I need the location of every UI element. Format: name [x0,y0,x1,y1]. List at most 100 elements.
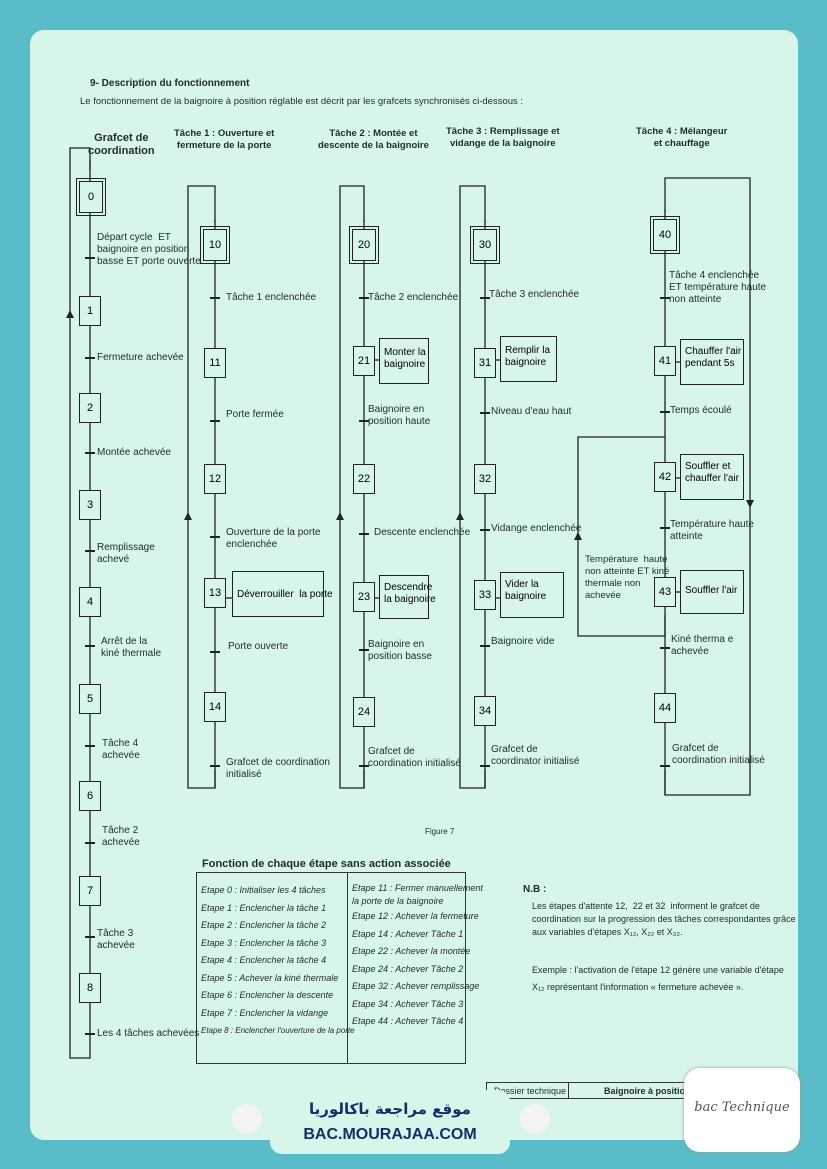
coord-step-5: 5 [79,684,101,714]
function-row: Etape 44 : Achever Tâche 4 [352,1016,464,1026]
t1-action-13: Déverrouiller la porte [232,571,333,617]
coord-step-2: 2 [79,393,101,423]
coord-transition-7: Tâche 3 achevée [97,928,135,951]
functions-divider [347,872,348,1064]
t4-transition-3: Kiné therma e achevée [671,634,734,657]
t2-transition-0: Tâche 2 enclenchée [368,292,459,303]
t2-transition-3: Baignoire en position basse [368,639,432,662]
t2-action-23: Descendre la baignoire [379,575,436,619]
function-row: Etape 24 : Achever Tâche 2 [352,963,464,974]
function-row: Etape 2 : Enclencher la tâche 2 [201,920,327,930]
t4-transition-2: Température haute atteinte [670,519,754,542]
t4-action-43: Souffler l'air [680,570,744,614]
footer-right: Baignoire à position r [604,1086,697,1096]
nb-title: N.B : [523,884,547,895]
coord-transition-0: Départ cycle ET baignoire en position ba… [97,232,201,267]
function-row: Etape 22 : Achever la montée [352,946,471,956]
function-row: Etape 0 : Initialiser les 4 tâches [201,885,326,895]
brand-logo-left-icon [232,1104,262,1134]
t3-transition-0: Tâche 3 enclenchée [489,289,580,300]
t4-loop-condition: Température haute non atteinte ET kiné t… [585,554,670,601]
figure-label: Figure 7 [425,827,455,836]
footer-left: Dossier technique [494,1086,567,1096]
t4-step-40: 40 [650,216,680,254]
t4-step-41: 41 [654,346,676,376]
function-row: Etape 4 : Enclencher la tâche 4 [201,955,327,965]
brand-site-link[interactable]: BAC.MOURAJAA.COM [303,1126,477,1143]
t3-transition-3: Baignoire vide [491,636,555,647]
t2-transition-1: Baignoire en position haute [368,404,431,427]
column-title-coordination: Grafcet de coordination [88,132,155,157]
brand-stamp-text: bac Technique [694,1100,790,1115]
t3-transition-4: Grafcet de coordinator initialisé [491,744,580,767]
functions-right-list: Etape 11 : Fermer manuellement la porte … [352,882,483,1031]
coord-step-0: 0 [76,178,106,216]
t2-step-22: 22 [353,464,375,494]
coord-transition-1: Fermeture achevée [97,352,184,363]
function-row: Etape 8 : Enclencher l'ouverture de la p… [201,1026,355,1035]
t1-step-14: 14 [204,692,226,722]
t1-transition-4: Grafcet de coordination initialisé [226,757,330,780]
coord-transition-6: Tâche 2 achevée [102,825,140,848]
coord-step-8: 8 [79,973,101,1003]
t4-step-43: 43 [654,577,676,607]
t4-transition-0: Tâche 4 enclenchée ET température haute … [669,270,767,305]
t1-step-11: 11 [204,348,226,378]
t2-step-21: 21 [353,346,375,376]
function-row: Etape 5 : Achever la kiné thermale [201,972,339,983]
t3-step-34: 34 [474,696,496,726]
function-row: Etape 32 : Achever remplissage [352,981,480,991]
t4-action-42: Souffler et chauffer l'air [680,454,744,500]
column-title-task3: Tâche 3 : Remplissage et vidange de la b… [446,126,560,149]
t4-transition-1: Temps écoulé [670,405,732,416]
t3-step-31: 31 [474,348,496,378]
function-row: Etape 7 : Enclencher la vidange [201,1007,329,1018]
coord-transition-4: Arrêt de la kiné thermale [101,636,162,659]
brand-arabic: موقع مراجعة باكالوريا [309,1100,471,1118]
coord-step-1: 1 [79,296,101,326]
t2-transition-2: Descente enclenchée [374,527,471,538]
t4-transition-4: Grafcet de coordination initialisé [672,743,765,766]
function-row: Etape 34 : Achever Tâche 3 [352,998,464,1009]
function-row: Etape 1 : Enclencher la tâche 1 [201,902,327,913]
t2-step-23: 23 [353,582,375,612]
t2-transition-4: Grafcet de coordination initialisé [368,746,461,769]
t1-step-10: 10 [200,226,230,264]
t3-action-33: Vider la baignoire [500,572,564,618]
brand-banner[interactable]: موقع مراجعة باكالوريا BAC.MOURAJAA.COM [270,1090,510,1154]
functions-left-list: Etape 0 : Initialiser les 4 tâches Etape… [201,882,355,1040]
t1-transition-1: Porte fermée [226,409,284,420]
functions-title: Fonction de chaque étape sans action ass… [202,858,451,870]
functions-table [196,872,466,1064]
nb-text: Les étapes d'attente 12, 22 et 32 inform… [532,901,796,937]
section-intro: Le fonctionnement de la baignoire à posi… [80,96,524,107]
function-row: Etape 11 : Fermer manuellement la porte … [352,883,483,906]
t1-step-12: 12 [204,464,226,494]
coord-transition-8: Les 4 tâches achevées [97,1028,200,1039]
section-title: 9- Description du fonctionnement [90,78,250,89]
brand-logo-right-icon [520,1104,550,1134]
t4-step-44: 44 [654,693,676,723]
t3-step-32: 32 [474,464,496,494]
function-row: Etape 14 : Achever Tâche 1 [352,928,464,939]
coord-transition-5: Tâche 4 achevée [102,738,140,761]
t2-action-21: Monter la baignoire [379,338,429,384]
coord-transition-3: Remplissage achevé [97,542,155,565]
t4-action-41: Chauffer l'air pendant 5s [680,339,744,385]
function-row: Etape 12 : Achever la fermeture [352,911,479,921]
column-title-task4: Tâche 4 : Mélangeur et chauffage [636,126,728,149]
t3-action-31: Remplir la baignoire [500,336,557,382]
t3-step-33: 33 [474,580,496,610]
t1-transition-0: Tâche 1 enclenchée [226,292,317,303]
t3-transition-1: Niveau d'eau haut [491,406,572,417]
t3-transition-2: Vidange enclenchée [491,523,582,534]
t2-step-24: 24 [353,697,375,727]
column-title-task1: Tâche 1 : Ouverture et fermeture de la p… [174,128,275,151]
footer-divider [568,1082,569,1099]
function-row: Etape 3 : Enclencher la tâche 3 [201,937,327,948]
nb-example: Exemple : l'activation de l'étape 12 gén… [532,965,784,992]
t1-transition-2: Ouverture de la porte enclenchée [226,527,321,550]
brand-stamp: bac Technique [684,1068,800,1152]
t4-step-42: 42 [654,462,676,492]
